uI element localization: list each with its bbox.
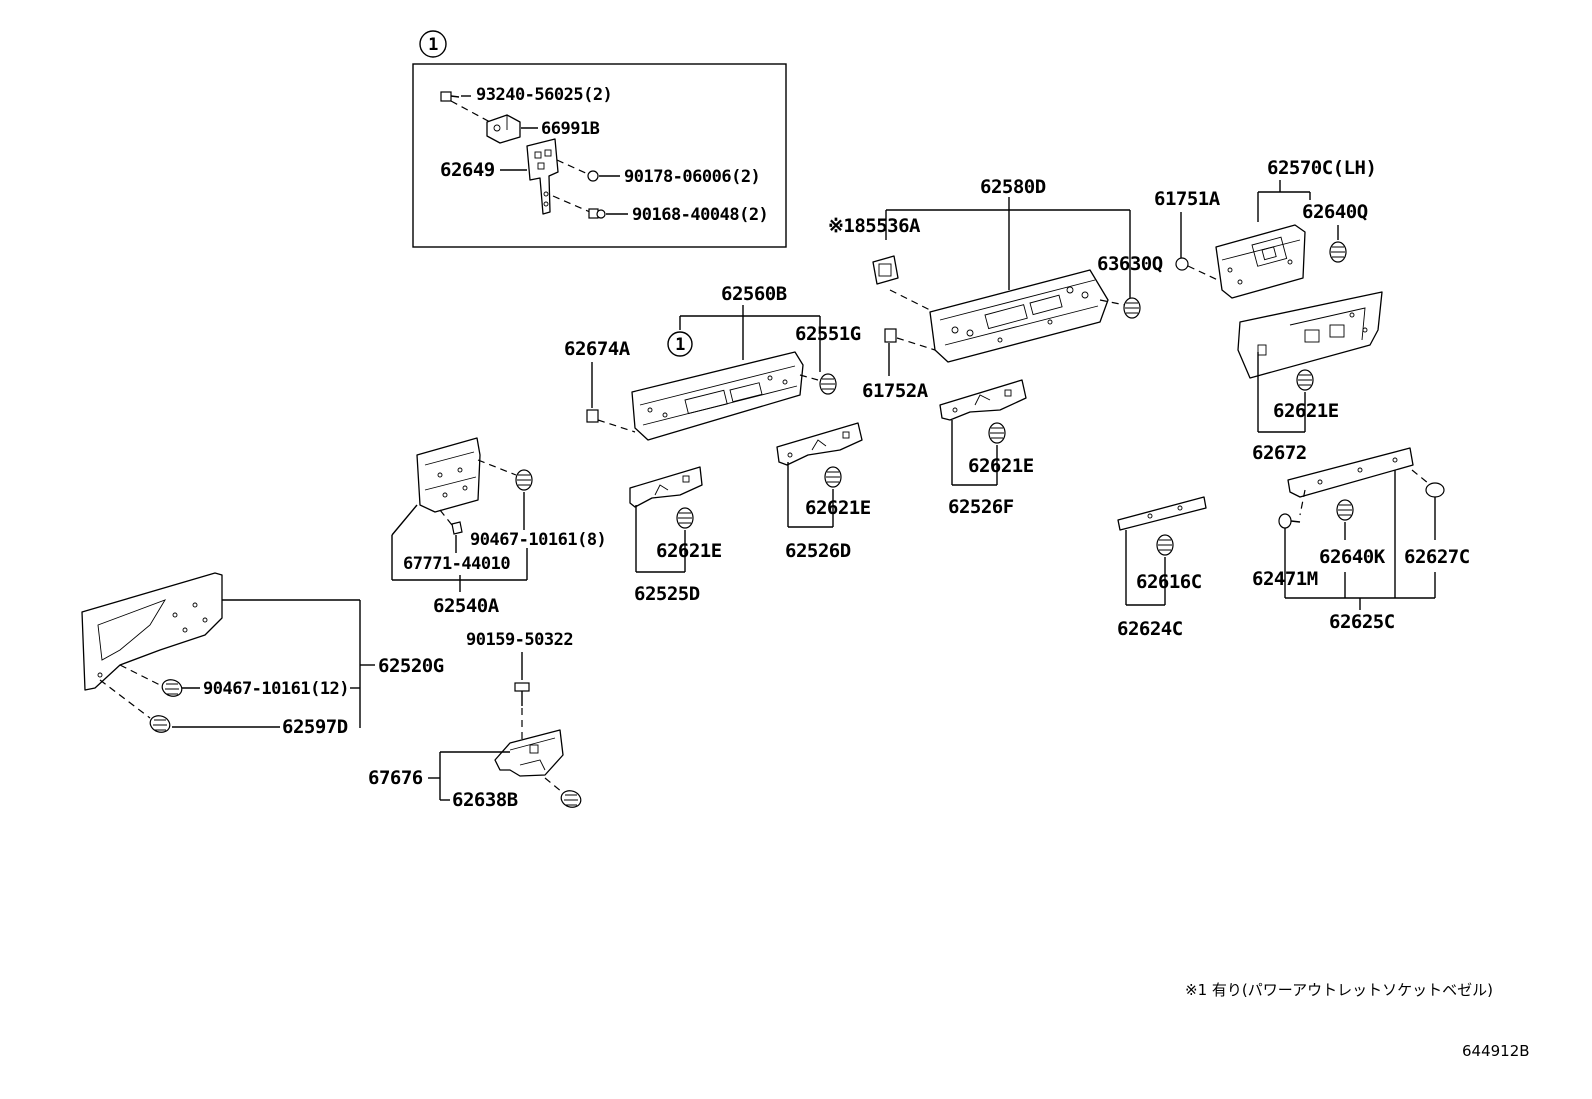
panel-62525d-icon xyxy=(629,466,703,508)
cap-62627c-icon xyxy=(1425,482,1445,498)
label-62640k: 62640K xyxy=(1319,546,1386,568)
panel-62624c-icon xyxy=(1117,496,1207,531)
group-62560b: 62560B 1 62551G 62674A xyxy=(564,283,861,441)
label-62621e-d: 62621E xyxy=(656,540,722,562)
label-61751a: 61751A xyxy=(1154,188,1221,210)
label-62640q: 62640Q xyxy=(1302,201,1368,223)
clip-62640q-icon xyxy=(1329,241,1347,263)
label-62616c: 62616C xyxy=(1136,571,1202,593)
panel-62540a-icon xyxy=(416,437,481,513)
label-62621e-c: 62621E xyxy=(805,497,871,519)
label-185536a: ※185536A xyxy=(828,215,921,237)
detail-callout-circle xyxy=(419,30,447,58)
clip-62551g-icon xyxy=(819,373,837,395)
nut-67771-icon xyxy=(451,521,463,535)
nut-90178-icon xyxy=(587,170,599,182)
clip-62640k-icon xyxy=(1336,499,1354,521)
label-62625c: 62625C xyxy=(1329,611,1395,633)
screw-93240-icon xyxy=(440,91,460,102)
clip-62616c-icon xyxy=(1156,534,1174,556)
label-67676: 67676 xyxy=(368,767,423,789)
detail-callout-number: 1 xyxy=(428,35,438,55)
label-62621e-b: 62621E xyxy=(968,455,1034,477)
clip-62621e-d-icon xyxy=(676,507,694,529)
clip-62638b-icon xyxy=(560,790,582,808)
group-62540a: 90467-10161(8) 67771-44010 62540A xyxy=(391,437,607,617)
clip-62621e-a-icon xyxy=(1296,369,1314,391)
panel-62520g-icon xyxy=(81,572,223,691)
clip-61752a-icon xyxy=(884,328,897,343)
group-67676: 90159-50322 67676 62638B xyxy=(368,630,582,811)
panel-62672-icon xyxy=(1237,291,1383,379)
label-62627c: 62627C xyxy=(1404,546,1470,568)
callout-circle-62560b xyxy=(667,331,693,357)
bolt-90168-icon xyxy=(588,208,606,219)
label-62621e-a: 62621E xyxy=(1273,400,1339,422)
group-62526d: 62621E 62526D xyxy=(776,422,871,562)
label-63630q: 63630Q xyxy=(1097,253,1163,275)
label-90467-10161-8: 90467-10161(8) xyxy=(470,530,606,550)
group-62624c: 62616C 62624C xyxy=(1117,496,1207,640)
clip-62597d-icon xyxy=(149,715,171,733)
group-62625c: 62471M 62640K 62627C 62625C xyxy=(1252,447,1470,633)
label-62672: 62672 xyxy=(1252,442,1307,464)
panel-62570c-icon xyxy=(1215,224,1306,299)
callout-number-62560b: 1 xyxy=(675,335,685,355)
group-62570c: 62570C(LH) 62640Q 61751A xyxy=(1154,157,1377,299)
clip-90467-12-icon xyxy=(161,679,183,697)
label-93240-56025: 93240-56025(2) xyxy=(476,85,612,105)
label-61752a: 61752A xyxy=(862,380,929,402)
label-62674a: 62674A xyxy=(564,338,631,360)
group-62520g: 62520G 90467-10161(12) 62597D xyxy=(81,572,444,738)
bracket-66991b-icon xyxy=(486,114,521,144)
detail-box: 1 93240-56025(2) 66991B 62649 xyxy=(412,30,787,248)
label-62638b: 62638B xyxy=(452,789,518,811)
clip-63630q-icon xyxy=(1123,297,1141,319)
screw-90159-icon xyxy=(514,682,530,706)
clip-90467-8-icon xyxy=(515,469,533,491)
label-62540a: 62540A xyxy=(433,595,500,617)
label-90159-50322: 90159-50322 xyxy=(466,630,573,650)
label-62580d: 62580D xyxy=(980,176,1046,198)
label-62526d: 62526D xyxy=(785,540,851,562)
group-62525d: 62621E 62525D xyxy=(629,466,722,605)
panel-62560b-icon xyxy=(631,351,804,441)
diagram-id: 644912B xyxy=(1462,1042,1530,1060)
bracket-67676-icon xyxy=(494,729,564,777)
panel-62526d-icon xyxy=(776,422,863,466)
label-62570c-lh: 62570C(LH) xyxy=(1267,157,1376,179)
clip-61751a-icon xyxy=(1175,257,1189,271)
group-62580d: 62580D ※185536A 63630Q xyxy=(828,176,1163,402)
label-62597d: 62597D xyxy=(282,716,348,738)
clip-62471m-icon xyxy=(1278,513,1301,529)
label-90467-10161-12: 90467-10161(12) xyxy=(203,679,349,699)
detail-frame xyxy=(412,63,787,248)
label-90178-06006: 90178-06006(2) xyxy=(624,167,760,187)
clip-62621e-c-icon xyxy=(824,466,842,488)
label-62526f: 62526F xyxy=(948,496,1014,518)
group-62672: 62621E 62672 xyxy=(1237,291,1383,464)
label-62649: 62649 xyxy=(440,159,495,181)
socket-185536a-icon xyxy=(872,255,899,285)
label-62551g: 62551G xyxy=(795,323,861,345)
label-62624c: 62624C xyxy=(1117,618,1183,640)
label-90168-40048: 90168-40048(2) xyxy=(632,205,768,225)
label-62471m: 62471M xyxy=(1252,568,1318,590)
label-66991b: 66991B xyxy=(541,119,600,139)
panel-62526f-icon xyxy=(939,379,1027,421)
panel-62625c-icon xyxy=(1287,447,1414,498)
footnote: ※1 有り(パワーアウトレットソケットベゼル) xyxy=(1185,981,1493,999)
clip-62621e-b-icon xyxy=(988,422,1006,444)
panel-62580d-icon xyxy=(929,269,1109,363)
plate-62649-icon xyxy=(526,138,559,215)
group-62526f: 62621E 62526F xyxy=(939,379,1034,518)
label-62525d: 62525D xyxy=(634,583,700,605)
label-62560b: 62560B xyxy=(721,283,787,305)
clip-62674a-icon xyxy=(586,409,599,423)
label-62520g: 62520G xyxy=(378,655,444,677)
label-67771-44010: 67771-44010 xyxy=(403,554,510,574)
